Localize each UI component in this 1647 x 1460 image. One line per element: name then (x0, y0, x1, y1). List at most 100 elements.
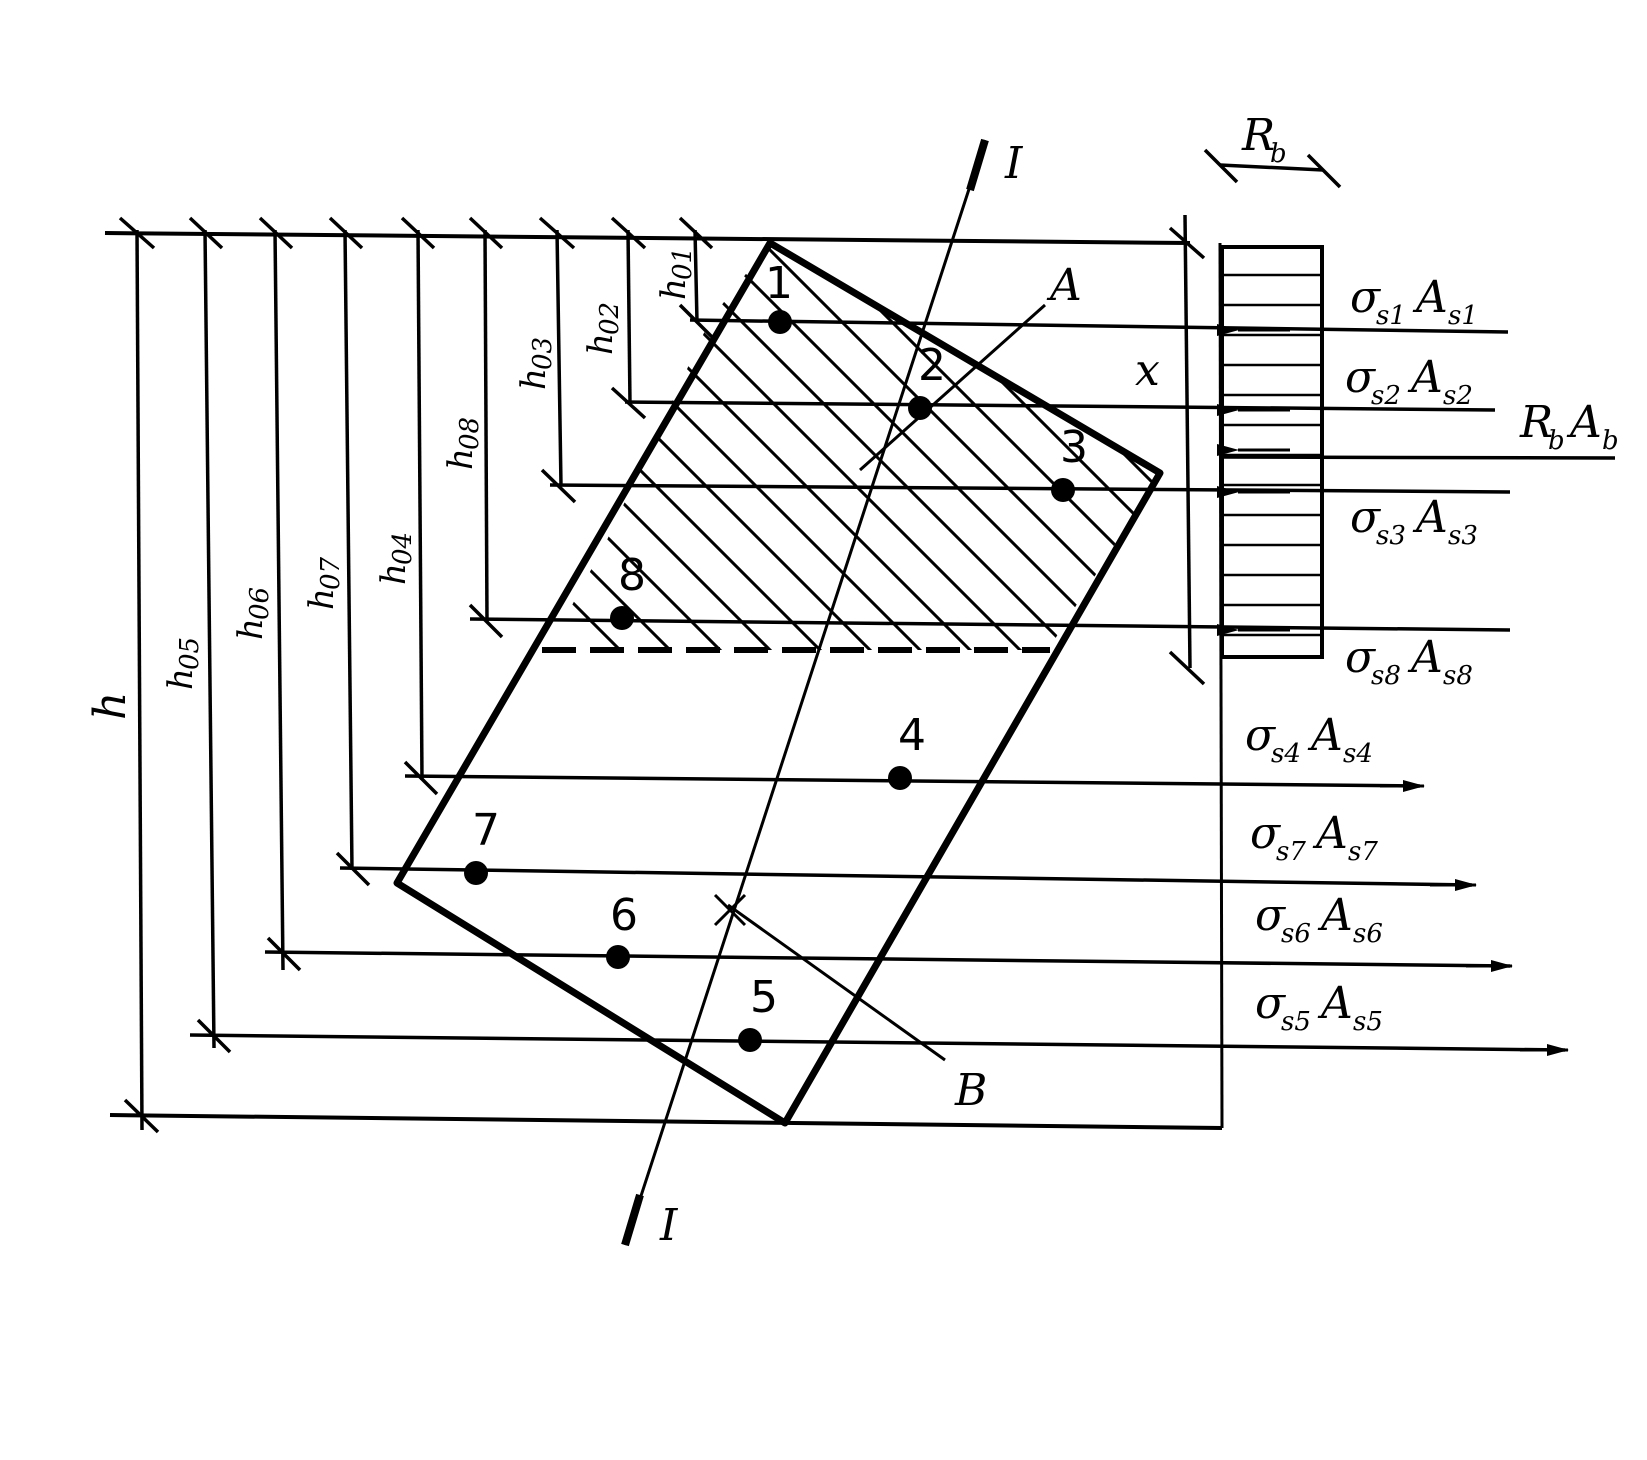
svg-text:σ: σ (1350, 492, 1382, 543)
line-A (859, 303, 1046, 472)
svg-text:s2: s2 (1443, 381, 1473, 411)
bar-number-6: 6 (610, 890, 638, 941)
compression-force-arrows (1217, 324, 1290, 636)
bar-number-2: 2 (918, 340, 946, 391)
svg-text:s5: s5 (1353, 1007, 1383, 1037)
total-height-label: h (85, 692, 136, 720)
svg-text:s6: s6 (1353, 919, 1383, 949)
svg-text:h: h (654, 278, 694, 300)
svg-text:b: b (1548, 426, 1565, 456)
dimension-label-h02: h 02 (581, 302, 625, 355)
point-B-label: B (954, 1065, 987, 1116)
cross-marker (713, 893, 747, 927)
section-axis-label-bottom: I (659, 1200, 679, 1251)
svg-text:s4: s4 (1343, 739, 1373, 769)
cross-section-outline (393, 239, 1164, 1127)
svg-text:s4: s4 (1271, 739, 1301, 769)
svg-text:s3: s3 (1448, 521, 1478, 551)
bar-8 (610, 606, 634, 630)
svg-text:07: 07 (316, 556, 346, 590)
dimension-label-h03: h 03 (514, 337, 558, 390)
svg-text:A: A (1312, 808, 1348, 859)
svg-text:04: 04 (388, 532, 418, 565)
svg-text:h: h (441, 448, 481, 470)
svg-text:s7: s7 (1276, 837, 1306, 867)
svg-text:h: h (374, 563, 414, 585)
bar-number-3: 3 (1060, 422, 1088, 473)
svg-text:A: A (1407, 352, 1443, 403)
svg-text:h: h (581, 333, 621, 355)
svg-text:h: h (161, 668, 201, 690)
svg-text:s7: s7 (1348, 837, 1378, 867)
svg-text:σ: σ (1255, 978, 1287, 1029)
bar-6 (606, 945, 630, 969)
bar-3 (1051, 478, 1075, 502)
svg-text:02: 02 (595, 302, 625, 335)
svg-text:s2: s2 (1371, 381, 1401, 411)
dimension-label-h01: h 01 (654, 247, 698, 300)
dimension-lines (135, 163, 1616, 1131)
bar-number-5: 5 (750, 972, 778, 1023)
dimension-label-h05: h 05 (161, 637, 205, 690)
svg-text:06: 06 (245, 587, 275, 620)
point-A-label: A (1046, 260, 1082, 311)
dimension-label-h04: h 04 (374, 532, 418, 585)
svg-text:σ: σ (1255, 890, 1287, 941)
svg-text:h: h (302, 588, 342, 610)
bar-number-8: 8 (618, 550, 646, 601)
svg-text:σ: σ (1350, 272, 1382, 323)
svg-text:A: A (1407, 632, 1443, 683)
reinforcement-bars (464, 310, 1075, 1052)
svg-text:A: A (1317, 978, 1353, 1029)
svg-text:s8: s8 (1443, 661, 1473, 691)
svg-text:A: A (1307, 710, 1343, 761)
svg-text:s1: s1 (1376, 301, 1406, 331)
dimension-label-h06: h 06 (231, 587, 275, 640)
bar-number-7: 7 (472, 805, 500, 856)
svg-text:σ: σ (1245, 710, 1277, 761)
bar-7 (464, 861, 488, 885)
svg-text:A: A (1412, 272, 1448, 323)
section-axis-bottom-thick (621, 1193, 644, 1247)
svg-text:s3: s3 (1376, 521, 1406, 551)
section-axis-label-top: I (1004, 138, 1024, 189)
svg-text:b: b (1270, 139, 1287, 169)
concrete-stress-block (1220, 245, 1324, 659)
svg-text:σ: σ (1345, 632, 1377, 683)
top-extension-line (104, 231, 1191, 245)
svg-text:R: R (1519, 397, 1553, 448)
dimension-label-h08: h 08 (441, 417, 485, 470)
svg-text:A: A (1412, 492, 1448, 543)
line-B (727, 903, 946, 1062)
svg-text:b: b (1602, 426, 1619, 456)
svg-text:s8: s8 (1371, 661, 1401, 691)
svg-text:08: 08 (455, 417, 485, 450)
svg-text:A: A (1566, 397, 1602, 448)
svg-text:σ: σ (1250, 808, 1282, 859)
stress-block-label: R b (1241, 110, 1287, 169)
bar-2 (908, 396, 932, 420)
bar-number-1: 1 (765, 258, 793, 309)
svg-text:s5: s5 (1281, 1007, 1311, 1037)
svg-text:A: A (1317, 890, 1353, 941)
section-axis-line (623, 139, 987, 1246)
svg-text:R: R (1241, 110, 1275, 161)
svg-text:s1: s1 (1448, 301, 1478, 331)
section-axis-top-thick (966, 138, 989, 192)
svg-text:h: h (231, 618, 271, 640)
svg-text:03: 03 (528, 337, 558, 370)
svg-text:σ: σ (1345, 352, 1377, 403)
svg-text:h: h (514, 368, 554, 390)
svg-text:s6: s6 (1281, 919, 1311, 949)
bar-number-4: 4 (898, 710, 926, 761)
compression-depth-label: x (1135, 345, 1160, 396)
